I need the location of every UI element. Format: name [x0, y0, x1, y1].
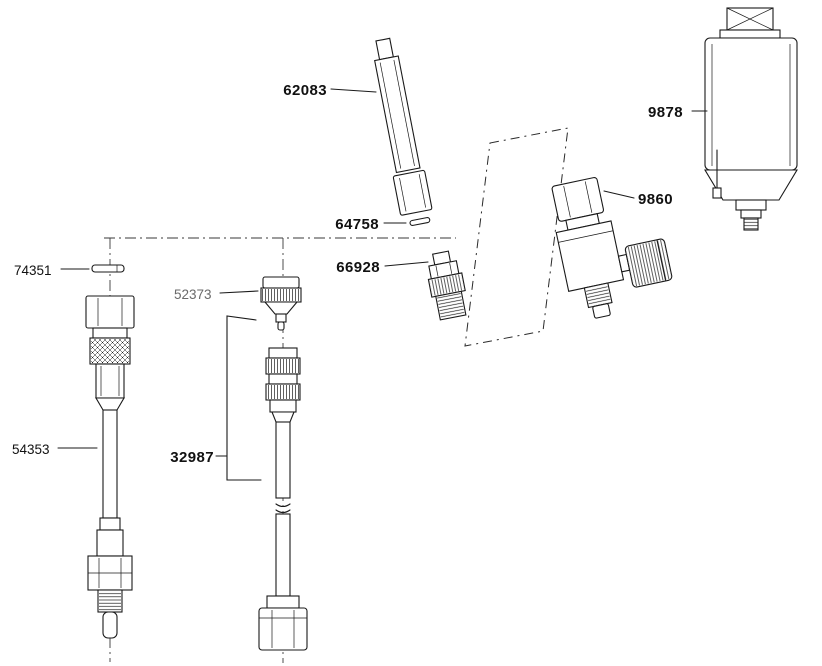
part-66928-drawing	[427, 250, 467, 321]
part-label-54353: 54353	[12, 442, 50, 457]
leader-lines	[57, 88, 708, 481]
leader-9860	[603, 190, 635, 199]
part-label-32987: 32987	[170, 449, 214, 466]
part-9878-drawing	[704, 7, 798, 231]
part-label-52373: 52373	[174, 287, 212, 302]
part-32987-drawing	[258, 347, 308, 651]
part-label-62083: 62083	[283, 82, 327, 99]
part-label-74351: 74351	[14, 263, 52, 278]
part-label-9860: 9860	[638, 191, 673, 208]
dashed-boundary-box	[464, 127, 569, 347]
part-9860-drawing	[551, 177, 673, 319]
part-labels: 62083 64758 66928 74351 52373 54353 3298…	[12, 82, 683, 466]
part-54353-drawing	[85, 295, 135, 639]
leader-62083	[330, 88, 377, 93]
bracket-32987	[226, 315, 262, 481]
leader-66928	[384, 261, 429, 267]
part-label-64758: 64758	[335, 216, 379, 233]
part-label-9878: 9878	[648, 104, 683, 121]
part-label-66928: 66928	[336, 259, 380, 276]
leader-52373	[219, 290, 259, 294]
part-52373-drawing	[260, 276, 302, 331]
part-74351-drawing	[91, 264, 125, 273]
part-64758-drawing	[409, 217, 431, 226]
part-62083-drawing	[374, 37, 433, 216]
